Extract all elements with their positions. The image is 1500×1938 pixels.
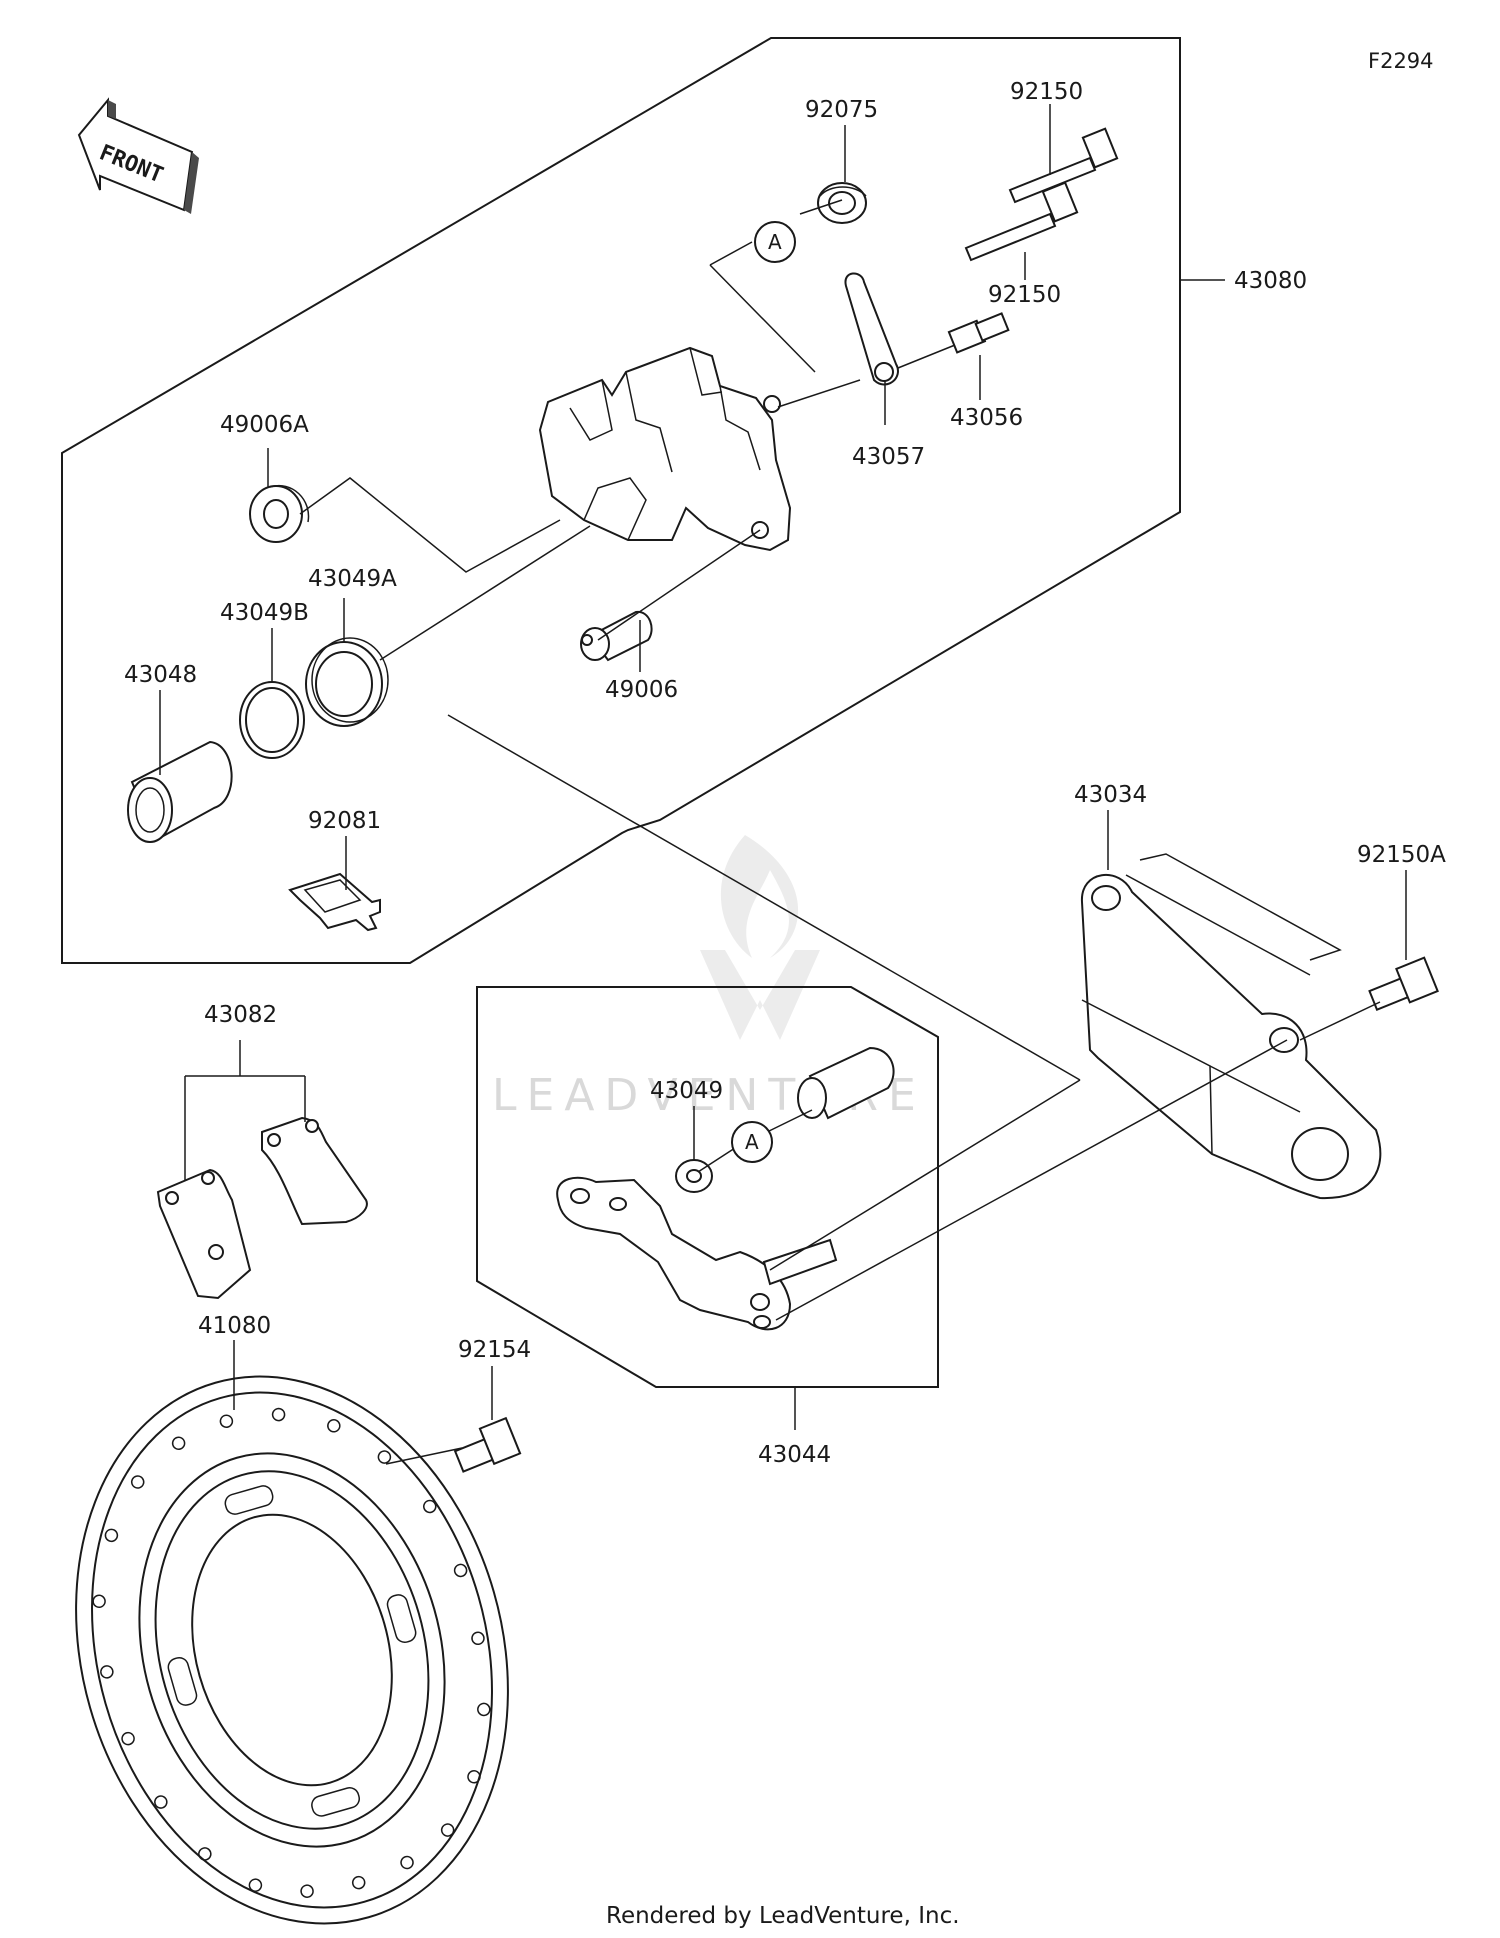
part-43034-holder: [1080, 853, 1382, 1200]
part-43044-bracket: [556, 1176, 838, 1331]
leader-lines: [159, 104, 1407, 1465]
part-caliper-body: [538, 346, 792, 552]
callout-43056: 43056: [950, 405, 1023, 431]
part-43049B-seal: [239, 681, 305, 759]
mounting-bracket-box: [476, 986, 939, 1388]
part-92150-pin-bottom: [964, 181, 1079, 262]
part-43044-pin: [797, 1046, 895, 1120]
callout-92154: 92154: [458, 1337, 531, 1363]
callout-43049B: 43049B: [220, 600, 309, 626]
callout-43049A: 43049A: [308, 566, 397, 592]
callout-43057: 43057: [852, 444, 925, 470]
callout-43080: 43080: [1234, 268, 1307, 294]
callout-43044: 43044: [758, 1442, 831, 1468]
callout-43048: 43048: [124, 662, 197, 688]
figure-id: F2294: [1368, 49, 1434, 73]
part-41080-brake-disc: [75, 1375, 509, 1925]
front-arrow-icon: FRONT: [77, 97, 199, 214]
caliper-assembly-box: [61, 37, 1181, 964]
callout-92150-bottom: 92150: [988, 282, 1061, 308]
callout-49006A: 49006A: [220, 412, 309, 438]
part-49006A-boot: [249, 484, 310, 543]
part-49006-pin: [580, 610, 653, 662]
svg-text:A: A: [745, 1130, 759, 1154]
part-92154-bolt: [453, 1416, 522, 1473]
reference-mark-a-bottom: A: [731, 1121, 773, 1163]
svg-text:A: A: [768, 230, 782, 254]
part-43057-cap: [844, 272, 899, 386]
footer-credit: Rendered by LeadVenture, Inc.: [606, 1903, 960, 1929]
part-92150-pin-top: [1008, 127, 1119, 204]
callout-labels: 92075 92150 92150 43080 43056 43057 4900…: [124, 79, 1446, 1468]
callout-92075: 92075: [805, 97, 878, 123]
reference-mark-a-top: A: [754, 221, 796, 263]
part-43049A-seal: [305, 637, 389, 727]
callout-92150-top: 92150: [1010, 79, 1083, 105]
callout-49006: 49006: [605, 677, 678, 703]
part-92075-boot: [817, 182, 867, 224]
callout-43082: 43082: [204, 1002, 277, 1028]
part-43048-piston: [127, 740, 233, 843]
part-92081-spring: [288, 872, 381, 932]
callout-41080: 41080: [198, 1313, 271, 1339]
callout-92081: 92081: [308, 808, 381, 834]
part-43082-pad-front: [156, 1168, 252, 1300]
callout-43049: 43049: [650, 1078, 723, 1104]
part-43056-bleeder: [947, 312, 1010, 354]
callout-92150A: 92150A: [1357, 842, 1446, 868]
callout-43034: 43034: [1074, 782, 1147, 808]
part-43049-washer: [675, 1159, 713, 1193]
part-43082-pad-rear: [261, 1116, 368, 1226]
